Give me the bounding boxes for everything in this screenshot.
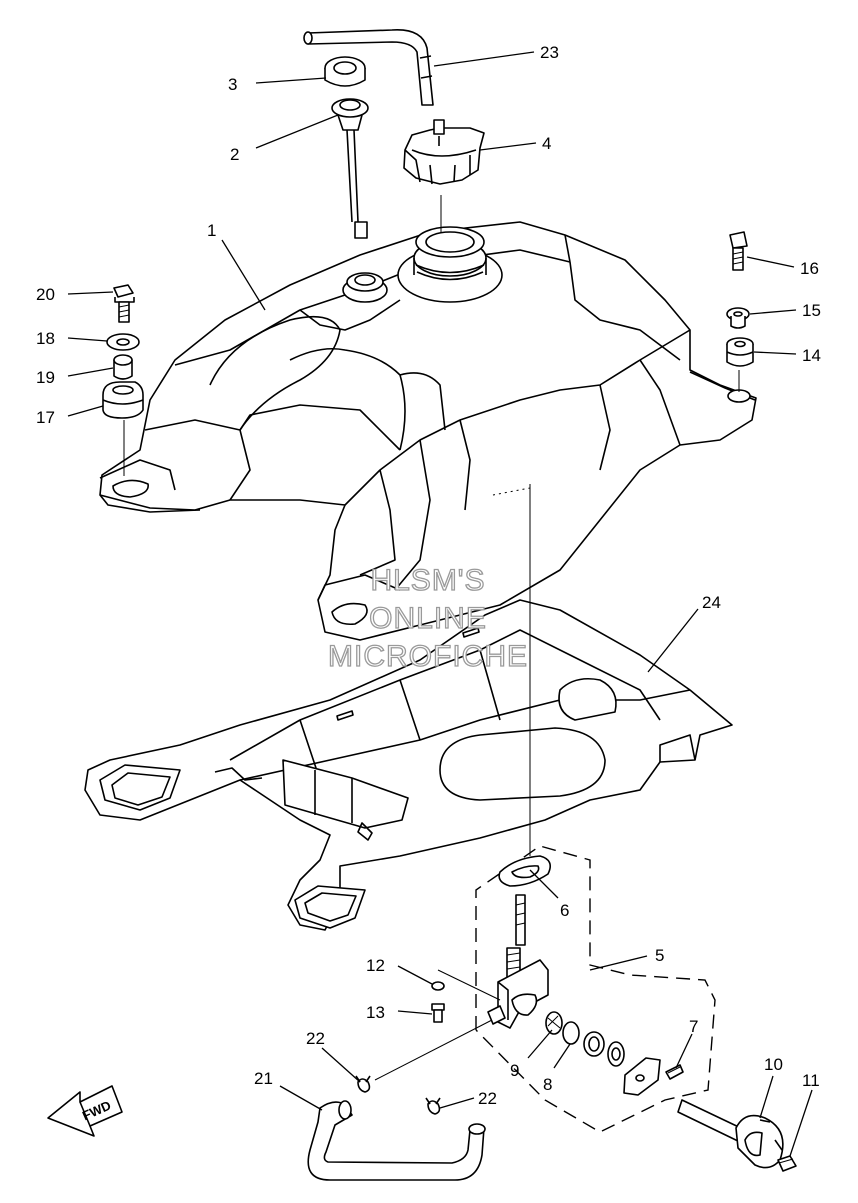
fuel-sender (331, 98, 369, 239)
part-label-13: 13 (366, 1003, 385, 1022)
part-label-7: 7 (689, 1017, 698, 1036)
bolt-20 (113, 284, 135, 323)
watermark: HLSM'S ONLINE MICROFICHE (327, 563, 528, 673)
watermark-line-2: ONLINE (369, 602, 487, 635)
part-label-24: 24 (702, 593, 721, 612)
tank-bottom-tray (84, 599, 733, 931)
part-label-1: 1 (207, 221, 216, 240)
part-label-21: 21 (254, 1069, 273, 1088)
fuel-tank (99, 221, 757, 641)
part-label-23: 23 (540, 43, 559, 62)
part-label-16: 16 (800, 259, 819, 278)
grommet (324, 56, 366, 87)
part-label-6: 6 (560, 901, 569, 920)
washer-18 (106, 333, 140, 351)
part-label-17: 17 (36, 408, 55, 427)
part-label-12: 12 (366, 956, 385, 975)
part-label-18: 18 (36, 329, 55, 348)
part-label-22-left: 22 (306, 1029, 325, 1048)
filler-cap (403, 119, 485, 185)
watermark-line-1: HLSM'S (370, 564, 485, 597)
part-label-8: 8 (543, 1075, 552, 1094)
fwd-direction-arrow: FWD (47, 1085, 123, 1137)
part-label-15: 15 (802, 301, 821, 320)
part-label-11: 11 (802, 1071, 820, 1090)
connection-lines (123, 195, 740, 1081)
part-label-14: 14 (802, 346, 821, 365)
part-label-9: 9 (510, 1061, 519, 1080)
fuel-cock-assembly (431, 845, 797, 1172)
collar-19 (113, 354, 133, 380)
damper-14 (726, 337, 754, 367)
part-callouts: 3 2 23 4 1 20 18 19 17 16 15 14 (36, 43, 821, 1157)
part-label-20: 20 (36, 285, 55, 304)
bolt-16 (729, 231, 748, 271)
breather-hose (303, 29, 434, 106)
part-label-3: 3 (228, 75, 237, 94)
part-label-22-right: 22 (478, 1089, 497, 1108)
collar-15 (726, 307, 750, 329)
part-label-19: 19 (36, 368, 55, 387)
part-label-10: 10 (764, 1055, 783, 1074)
part-label-4: 4 (542, 134, 551, 153)
watermark-line-3: MICROFICHE (328, 640, 528, 673)
part-label-5: 5 (655, 946, 664, 965)
part-label-2: 2 (230, 145, 239, 164)
damper-17 (102, 381, 144, 419)
fuel-hose (307, 1075, 486, 1181)
